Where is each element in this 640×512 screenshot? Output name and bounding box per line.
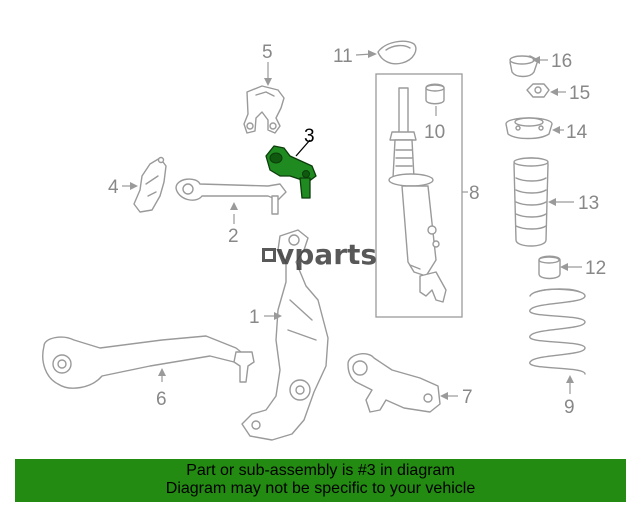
arrow-13 xyxy=(548,198,556,206)
callout-13[interactable]: 13 xyxy=(578,193,599,214)
arrow-2 xyxy=(230,202,238,210)
callout-2[interactable]: 2 xyxy=(228,226,239,247)
arrow-9 xyxy=(566,375,574,383)
parts-diagram: 5 11 8 10 16 xyxy=(42,40,606,441)
part-3-stabilizer-link[interactable] xyxy=(265,145,317,199)
arrow-11 xyxy=(368,50,377,58)
watermark-logo: vparts xyxy=(262,238,377,271)
arrow-5 xyxy=(264,78,272,86)
part-2-lateral-arm[interactable] xyxy=(175,178,287,215)
arrow-12 xyxy=(560,263,568,271)
part-11-cap[interactable] xyxy=(377,40,417,65)
callout-14[interactable]: 14 xyxy=(566,122,588,143)
banner-line-1: Part or sub-assembly is #3 in diagram xyxy=(186,462,455,479)
part-14-spring-seat[interactable] xyxy=(505,117,553,140)
part-10-bump-stop[interactable] xyxy=(425,83,445,105)
arrow-7 xyxy=(440,392,448,400)
arrow-15 xyxy=(550,88,558,96)
part-12-bump-stop[interactable] xyxy=(538,255,561,280)
callout-7[interactable]: 7 xyxy=(462,387,473,408)
arrow-4 xyxy=(130,182,138,190)
part-7-bushing-carrier[interactable] xyxy=(347,353,441,413)
callout-5[interactable]: 5 xyxy=(262,42,273,63)
part-6-lower-control-arm[interactable] xyxy=(42,335,255,389)
callout-1[interactable]: 1 xyxy=(249,307,260,328)
callout-9[interactable]: 9 xyxy=(564,397,575,418)
info-banner: Part or sub-assembly is #3 in diagram Di… xyxy=(15,459,626,502)
part-15-nut[interactable] xyxy=(526,83,550,98)
part-5-upper-arm-bracket[interactable] xyxy=(243,85,285,134)
part-13-dust-boot[interactable] xyxy=(513,157,549,247)
arrow-6 xyxy=(158,368,166,376)
callout-10[interactable]: 10 xyxy=(424,122,445,143)
callout-11[interactable]: 11 xyxy=(333,46,353,67)
callout-15[interactable]: 15 xyxy=(569,83,590,104)
part-16-mount-cap[interactable] xyxy=(509,55,539,78)
callout-12[interactable]: 12 xyxy=(585,258,606,279)
banner-line-2: Diagram may not be specific to your vehi… xyxy=(165,480,476,497)
leader-3 xyxy=(295,139,311,157)
callout-4[interactable]: 4 xyxy=(108,177,119,198)
callout-6[interactable]: 6 xyxy=(156,389,167,410)
callout-8[interactable]: 8 xyxy=(469,183,480,204)
arrow-1 xyxy=(274,312,282,320)
part-1-steering-knuckle[interactable] xyxy=(241,229,329,441)
part-9-coil-spring[interactable] xyxy=(529,288,586,375)
callout-16[interactable]: 16 xyxy=(551,51,572,72)
arrow-14 xyxy=(552,126,560,134)
part-4-bracket[interactable] xyxy=(133,156,167,213)
arrow-16 xyxy=(532,56,540,64)
watermark-text: vparts xyxy=(276,238,377,271)
callout-3[interactable]: 3 xyxy=(304,126,315,147)
part-8-strut-assembly[interactable] xyxy=(375,73,463,318)
